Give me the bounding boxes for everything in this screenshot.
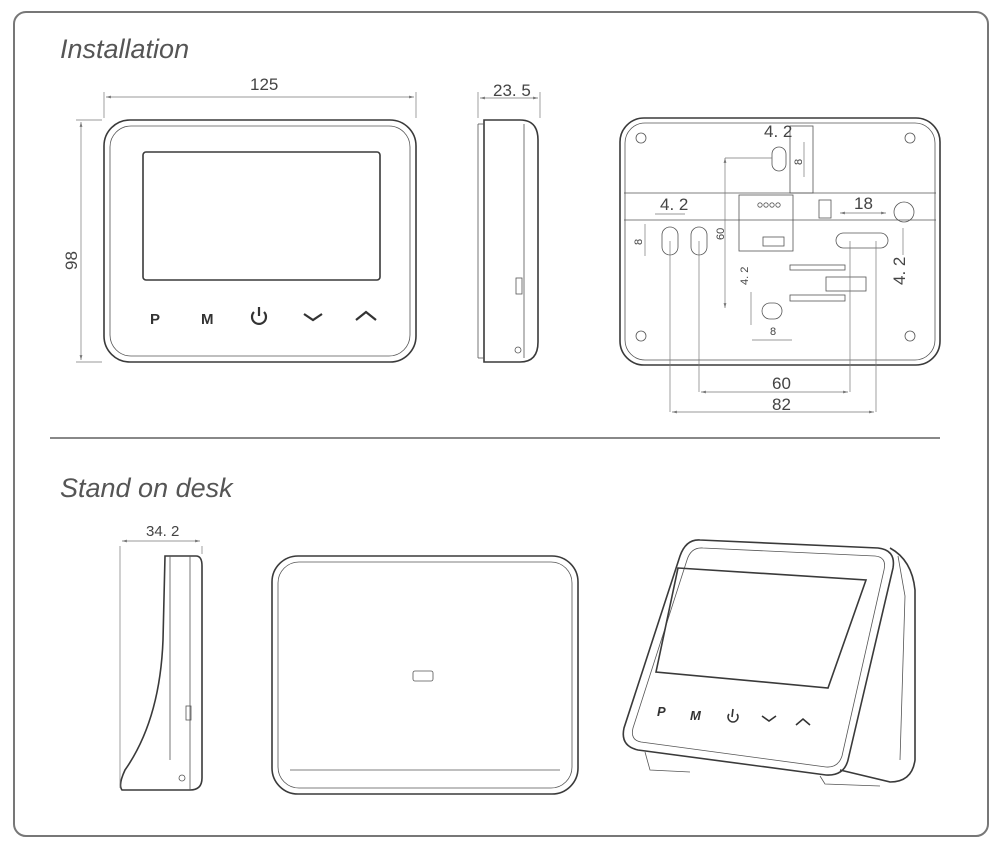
hole-spacing-60-dim: 60 [772,374,791,393]
back-view: 60 4. 2 8 4. 2 8 18 4. 2 4. 2 8 60 82 [619,117,941,414]
front-view: P M 125 98 [62,75,417,363]
bottom-hole-height-dim: 4. 2 [739,267,751,285]
bottom-hole-width-dim: 8 [770,326,776,338]
power-icon [727,708,739,723]
button-p: P [150,311,160,328]
width-dimension: 125 [250,75,278,94]
right-slot-width-dim: 18 [854,194,873,213]
perspective-button-m: M [690,708,702,723]
right-slot-height-dim: 4. 2 [890,257,909,285]
top-hole-width-dim: 4. 2 [764,122,792,141]
chevron-down-icon [761,715,777,722]
section-title-installation: Installation [60,34,189,64]
hole-spacing-82-dim: 82 [772,395,791,414]
depth-dimension: 23. 5 [493,81,531,100]
side-view: 23. 5 [477,81,541,363]
connector-pins [757,202,781,208]
stand-back-view [271,555,579,795]
stand-depth-dimension: 34. 2 [146,523,179,540]
left-hole-width-dim: 4. 2 [660,195,688,214]
perspective-screen [655,567,868,689]
section-title-stand-on-desk: Stand on desk [60,473,234,503]
left-hole-height-dim: 8 [633,239,645,245]
chevron-down-icon [303,313,323,322]
height-dimension: 98 [62,251,81,270]
button-m: M [201,311,214,328]
vertical-spacing-dim: 60 [715,228,727,240]
stand-side-view: 34. 2 [119,523,203,791]
power-icon [250,307,268,325]
perspective-button-p: P [657,704,666,719]
outer-frame [13,11,989,837]
display-screen [142,151,381,281]
stand-perspective-view: P M [622,539,916,787]
chevron-up-icon [355,310,377,321]
top-hole-height-dim: 8 [793,159,805,165]
chevron-up-icon [795,717,811,726]
